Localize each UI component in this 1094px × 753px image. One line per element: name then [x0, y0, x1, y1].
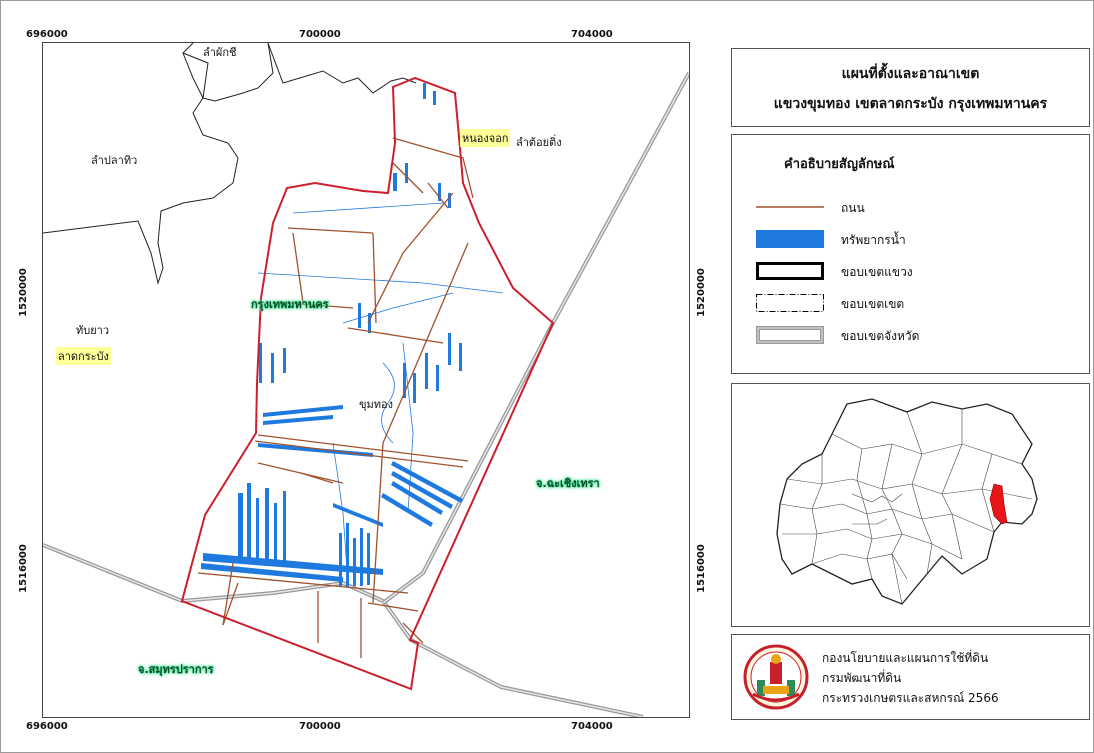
inset-locator-map[interactable] [731, 383, 1090, 627]
land-development-department-seal-icon [743, 644, 809, 710]
legend-item-subdistrict: ขอบเขตแขวง [756, 259, 1076, 283]
label-khum-thong: ขุมทอง [359, 398, 393, 411]
district-boundary-icon [756, 294, 824, 312]
roads [197, 137, 474, 658]
bottom-x-tick-704000: 704000 [571, 721, 613, 732]
credit-line-3: กระทรวงเกษตรและสหกรณ์ 2566 [822, 691, 999, 705]
map-title-line1: แผนที่ตั้งและอาณาเขต [841, 66, 980, 82]
legend-item-water: ทรัพยากรน้ำ [756, 227, 1076, 251]
left-y-tick-1516000: 1516000 [17, 544, 29, 593]
bottom-x-tick-696000: 696000 [26, 721, 68, 732]
khum-thong-highlight [989, 483, 1008, 525]
label-nong-chok: หนองจอก [460, 129, 511, 147]
label-lat-krabang: ลาดกระบัง [56, 347, 111, 365]
label-thap-yao: ทับยาว [76, 324, 110, 337]
credit-line-1: กองนโยบายและแผนการใช้ที่ดิน [822, 651, 989, 665]
road-line-icon [756, 206, 824, 208]
legend-label-road: ถนน [841, 201, 865, 215]
label-bangkok: กรุงเทพมหานคร [251, 298, 329, 311]
water-resources [201, 83, 463, 587]
main-map[interactable]: ลำผักชี ลำปลาทิว หนองจอก ลำต้อยติ่ง กรุง… [42, 42, 690, 718]
bottom-x-tick-700000: 700000 [299, 721, 341, 732]
legend-label-district: ขอบเขตเขต [841, 297, 905, 311]
subdistrict-boundary-icon [756, 262, 824, 280]
province-boundary [43, 72, 689, 717]
water-fill-icon [756, 230, 824, 248]
province-boundary-icon [756, 326, 824, 344]
label-lam-toi-ting: ลำต้อยติ่ง [516, 136, 562, 149]
label-lam-phak-chi: ลำผักชี [203, 46, 237, 59]
top-x-tick-696000: 696000 [26, 29, 68, 40]
legend-title: คำอธิบายสัญลักษณ์ [784, 157, 895, 172]
credit-line-2: กรมพัฒนาที่ดิน [822, 671, 902, 685]
khum-thong-boundary [180, 76, 555, 691]
right-y-tick-1516000: 1516000 [695, 544, 707, 593]
label-samut-prakan: จ.สมุทรปราการ [138, 663, 214, 676]
left-y-tick-1520000: 1520000 [17, 268, 29, 317]
district-boundaries [43, 43, 417, 285]
legend-label-water: ทรัพยากรน้ำ [841, 233, 906, 247]
inset-district-lines [779, 409, 1033, 605]
label-lam-pla-thio: ลำปลาทิว [91, 154, 138, 167]
top-x-tick-704000: 704000 [571, 29, 613, 40]
legend-panel: คำอธิบายสัญลักษณ์ ถนน ทรัพยากรน้ำ ขอบเขต… [731, 134, 1090, 374]
label-chachoengsao: จ.ฉะเชิงเทรา [536, 477, 600, 490]
canals [257, 202, 504, 584]
legend-item-district: ขอบเขตเขต [756, 291, 1076, 315]
bangkok-districts-inset [776, 398, 1038, 605]
legend-item-road: ถนน [756, 195, 1076, 219]
map-canvas [43, 43, 689, 717]
map-title-panel: แผนที่ตั้งและอาณาเขต แขวงขุมทอง เขตลาดกร… [731, 48, 1090, 127]
legend-item-province: ขอบเขตจังหวัด [756, 323, 1076, 347]
bangkok-outline [776, 398, 1038, 605]
legend-label-subdistrict: ขอบเขตแขวง [841, 265, 913, 279]
top-x-tick-700000: 700000 [299, 29, 341, 40]
right-y-tick-1520000: 1520000 [695, 268, 707, 317]
legend-label-province: ขอบเขตจังหวัด [841, 329, 920, 343]
map-title-line2: แขวงขุมทอง เขตลาดกระบัง กรุงเทพมหานคร [773, 96, 1048, 112]
credit-panel: กองนโยบายและแผนการใช้ที่ดิน กรมพัฒนาที่ด… [731, 634, 1090, 720]
